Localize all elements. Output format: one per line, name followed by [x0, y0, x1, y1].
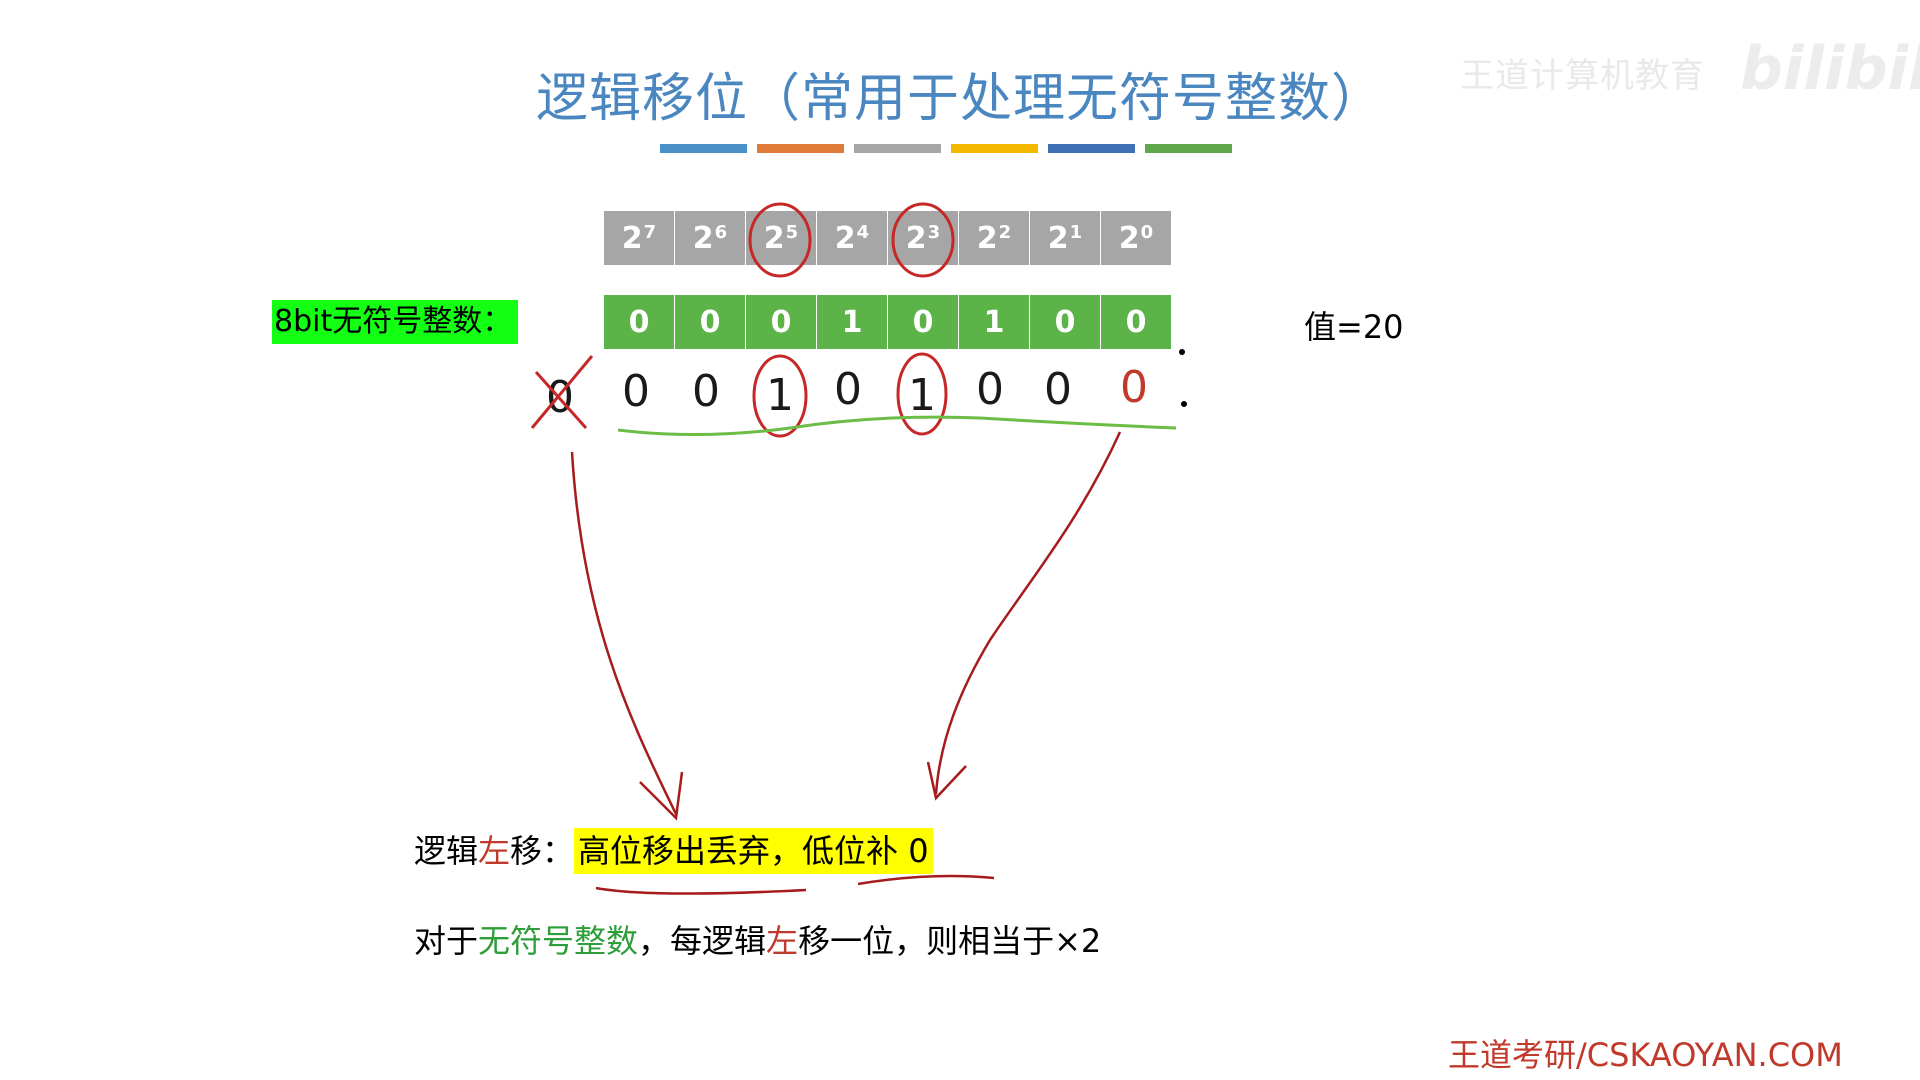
bit-row: 0 0 0 1 0 1 0 0 — [604, 295, 1172, 349]
handwritten-digit: 0 — [546, 372, 574, 423]
handwritten-digit: 0 — [976, 364, 1004, 415]
unsigned-int-label: 8bit无符号整数： — [272, 300, 519, 344]
bit-cell: 0 — [746, 295, 816, 349]
color-bar — [951, 144, 1038, 153]
cross-mark — [530, 355, 594, 429]
color-bar — [1145, 144, 1232, 153]
green-underline — [617, 415, 1177, 437]
color-bar — [854, 144, 941, 153]
color-bars — [660, 144, 1232, 153]
value-label: 值=20 — [1304, 308, 1404, 346]
circle-annotation — [752, 354, 808, 438]
logical-left-shift-rule: 逻辑左移：高位移出丢弃，低位补 0 — [414, 826, 933, 874]
cross-mark — [534, 371, 588, 429]
handwritten-digit: 1 — [908, 370, 936, 421]
desc-keyword-left: 左 — [766, 922, 799, 960]
bit-cell: 1 — [817, 295, 887, 349]
handwritten-digit: 0 — [622, 366, 650, 417]
rule-suffix: 移： — [510, 832, 575, 870]
color-bar — [1048, 144, 1135, 153]
handwritten-digit: 0 — [834, 364, 862, 415]
bit-cell: 0 — [1030, 295, 1100, 349]
bit-cell: 1 — [959, 295, 1029, 349]
red-underline — [595, 886, 807, 895]
color-bar — [660, 144, 747, 153]
arrow-left-head — [639, 771, 684, 821]
watermark-logo: bilibili — [1740, 34, 1920, 104]
bit-cell: 0 — [888, 295, 958, 349]
dot-mark — [1179, 349, 1185, 355]
bit-cell: 0 — [604, 295, 674, 349]
handwritten-digit: 0 — [1044, 364, 1072, 415]
watermark-text: 王道计算机教育 — [1460, 56, 1705, 96]
desc-part: ，每逻辑 — [638, 922, 767, 960]
slide-title: 逻辑移位（常用于处理无符号整数） — [535, 69, 1384, 129]
rule-keyword-left: 左 — [478, 832, 511, 870]
handwritten-digit: 1 — [766, 370, 794, 421]
desc-part: 对于 — [414, 922, 479, 960]
rule-prefix: 逻辑 — [414, 832, 479, 870]
circle-annotation — [896, 352, 948, 436]
footer-brand: 王道考研/CSKAOYAN.COM — [1448, 1036, 1843, 1074]
color-bar — [757, 144, 844, 153]
multiply-description: 对于无符号整数，每逻辑左移一位，则相当于×2 — [414, 916, 1101, 962]
desc-part: 移一位，则相当于×2 — [798, 922, 1102, 960]
handwritten-digit-appended: 0 — [1120, 362, 1148, 413]
arrow-left — [570, 451, 678, 815]
arrow-right-head — [926, 761, 967, 801]
bit-cell: 0 — [675, 295, 745, 349]
desc-unsigned-int: 无符号整数 — [478, 922, 639, 960]
dot-mark — [1181, 401, 1187, 407]
handwritten-digit: 0 — [692, 366, 720, 417]
red-underline — [857, 874, 995, 886]
arrow-right — [934, 431, 1122, 795]
bit-cell: 0 — [1101, 295, 1171, 349]
rule-highlight: 高位移出丢弃，低位补 0 — [574, 828, 933, 874]
